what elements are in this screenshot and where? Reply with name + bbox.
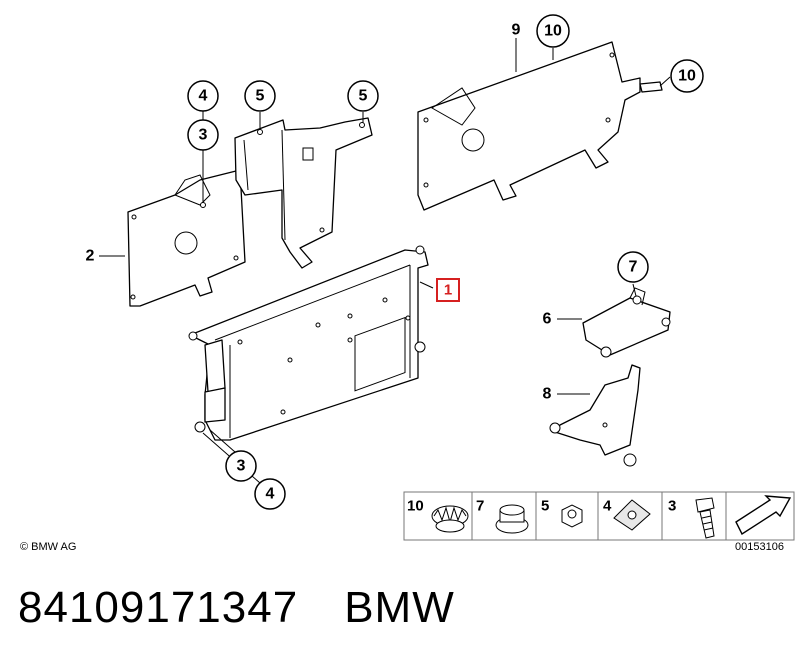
module-part-6 (582, 287, 671, 358)
bracket-center (234, 117, 373, 269)
legend-num-5: 5 (541, 498, 549, 515)
bracket-top-right (417, 41, 663, 211)
svg-text:10: 10 (678, 68, 696, 85)
label-8: 8 (543, 386, 552, 403)
callout-5-a: 5 (244, 80, 276, 112)
legend-icon-clip-nut (613, 499, 651, 531)
legend-num-3: 3 (668, 498, 676, 515)
copyright-text: © BMW AG (20, 541, 76, 553)
bracket-left (127, 169, 246, 307)
legend-arrow-icon (735, 495, 792, 536)
parts-diagram: 4 3 5 5 10 10 7 3 4 2 9 6 8 1 (20, 14, 795, 553)
label-9: 9 (512, 22, 521, 39)
drawing-number: 00153106 (735, 541, 784, 553)
svg-text:3: 3 (237, 458, 246, 475)
control-unit (188, 245, 429, 441)
legend-icon-bolt (695, 497, 715, 539)
svg-text:4: 4 (266, 486, 275, 503)
legend-num-7: 7 (476, 498, 484, 515)
legend-icon-flange-nut (495, 504, 529, 534)
footer: 84109171347 BMW (18, 583, 501, 633)
svg-text:10: 10 (544, 23, 562, 40)
svg-text:1: 1 (444, 282, 452, 299)
part-number: 84109171347 (18, 583, 299, 632)
callout-7: 7 (617, 251, 649, 283)
callout-5-b: 5 (347, 80, 379, 112)
highlighted-label-1: 1 (436, 278, 460, 302)
label-2: 2 (86, 248, 95, 265)
svg-text:5: 5 (359, 88, 368, 105)
legend-num-10: 10 (407, 498, 424, 515)
callout-3-bottom: 3 (225, 450, 257, 482)
legend-num-4: 4 (603, 498, 612, 515)
callout-4-top: 4 (187, 80, 219, 112)
svg-text:3: 3 (199, 127, 208, 144)
bracket-part-8 (549, 364, 641, 467)
callout-10-b: 10 (670, 59, 704, 93)
legend-strip: 10 7 5 4 3 (403, 491, 795, 553)
label-6: 6 (543, 311, 552, 328)
svg-text:5: 5 (256, 88, 265, 105)
callout-4-bottom: 4 (254, 478, 286, 510)
legend-icon-spring-nut (431, 505, 469, 533)
svg-text:4: 4 (199, 88, 208, 105)
brand-name: BMW (344, 583, 455, 632)
callout-3-top: 3 (187, 119, 219, 151)
callout-10-a: 10 (536, 14, 570, 48)
svg-text:7: 7 (629, 259, 638, 276)
legend-icon-hex-nut (561, 504, 583, 528)
